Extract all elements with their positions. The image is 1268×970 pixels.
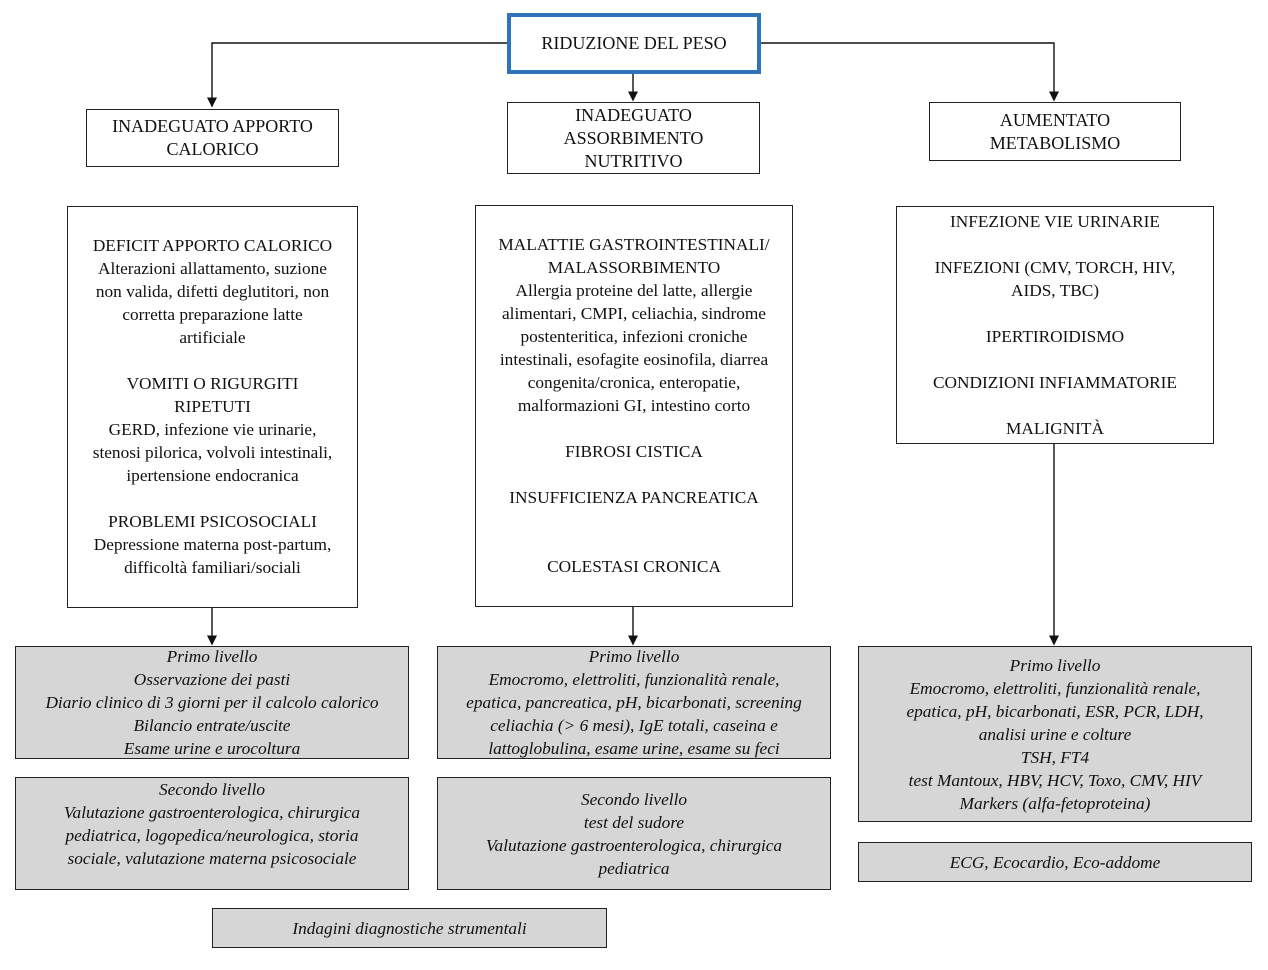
text-line: difficoltà familiari/sociali: [124, 558, 301, 577]
text-line: AIDS, TBC): [1010, 281, 1100, 300]
text-line: Esame urine e urocoltura: [123, 739, 301, 758]
text-line: stenosi pilorica, volvoli intestinali,: [92, 443, 333, 462]
text-line: Valutazione gastroenterologica, chirurgi…: [485, 835, 783, 855]
causes-absorption: MALATTIE GASTROINTESTINALI/MALASSORBIMEN…: [475, 205, 793, 607]
text-line: corretta preparazione latte: [122, 305, 303, 324]
text-line: INFEZIONE VIE URINARIE: [950, 212, 1160, 231]
text-line: alimentari, CMPI, celiachia, sindrome: [502, 304, 766, 323]
text-line: congenita/cronica, enteropatie,: [527, 373, 741, 392]
text-line: AUMENTATO: [999, 109, 1111, 130]
text-line: FIBROSI CISTICA: [565, 442, 703, 461]
text-line: VOMITI O RIGURGITI: [126, 374, 299, 393]
exam-instrumental-diagnostics: Indagini diagnostiche strumentali: [212, 908, 607, 948]
text-line: Secondo livello: [158, 780, 266, 799]
text-line: CONDIZIONI INFIAMMATORIE: [932, 373, 1177, 392]
text-line: malformazioni GI, intestino corto: [517, 396, 751, 415]
connector-root-to-category-1: [207, 42, 508, 108]
exam-instrumental-metabolism: ECG, Ecocardio, Eco-addome: [858, 842, 1252, 882]
text-line: epatica, pH, bicarbonati, ESR, PCR, LDH,: [906, 701, 1204, 721]
text-line: test del sudore: [583, 812, 685, 832]
text-line: INSUFFICIENZA PANCREATICA: [509, 488, 759, 507]
text-line: Emocromo, elettroliti, funzionalità rena…: [909, 678, 1201, 698]
text-line: Depressione materna post-partum,: [93, 535, 332, 554]
causes-metabolism: INFEZIONE VIE URINARIE INFEZIONI (CMV, TO…: [896, 206, 1214, 444]
text-line: MALASSORBIMENTO: [547, 258, 721, 277]
text-line: Allergia proteine del latte, allergie: [515, 281, 753, 300]
text-line: Primo livello: [588, 647, 680, 666]
text-line: DEFICIT APPORTO CALORICO: [92, 236, 333, 255]
text-line: Indagini diagnostiche strumentali: [292, 918, 527, 938]
text-line: analisi urine e colture: [978, 724, 1132, 744]
root-label: RIDUZIONE DEL PESO: [541, 33, 727, 53]
root-node: RIDUZIONE DEL PESO: [507, 13, 761, 74]
text-line: NUTRITIVO: [584, 150, 683, 171]
text-line: INADEGUATO APPORTO: [112, 116, 313, 136]
text-line: test Mantoux, HBV, HCV, Toxo, CMV, HIV: [908, 770, 1202, 790]
text-line: COLESTASI CRONICA: [547, 557, 721, 576]
text-line: TSH, FT4: [1020, 747, 1090, 767]
text-line: Markers (alfa-fetoproteina): [959, 793, 1151, 813]
text-line: lattoglobulina, esame urine, esame su fe…: [488, 739, 780, 758]
text-line: Bilancio entrate/uscite: [133, 716, 291, 735]
text-line: ECG, Ecocardio, Eco-addome: [949, 852, 1161, 872]
causes-caloric-intake: DEFICIT APPORTO CALORICO Alterazioni alla…: [67, 206, 358, 608]
text-line: METABOLISMO: [989, 132, 1121, 153]
text-line: pediatrica, logopedica/neurologica, stor…: [65, 826, 359, 845]
text-line: MALIGNITÀ: [1006, 419, 1104, 438]
text-line: INFEZIONI (CMV, TORCH, HIV,: [934, 258, 1176, 277]
text-line: pediatrica: [598, 858, 670, 878]
text-line: Osservazione dei pasti: [133, 670, 291, 689]
text-line: celiachia (> 6 mesi), IgE totali, casein…: [490, 716, 778, 735]
text-line: RIPETUTI: [174, 397, 251, 416]
text-line: MALATTIE GASTROINTESTINALI/: [498, 235, 770, 254]
text-line: sociale, valutazione materna psicosocial…: [67, 849, 357, 868]
text-line: non valida, difetti deglutitori, non: [95, 282, 330, 301]
text-line: Valutazione gastroenterologica, chirurgi…: [63, 803, 361, 822]
text-line: epatica, pancreatica, pH, bicarbonati, s…: [466, 693, 802, 712]
text-line: Secondo livello: [580, 789, 688, 809]
category-inadequate-caloric-intake: INADEGUATO APPORTO CALORICO: [86, 109, 339, 167]
connector-root-to-category-3: [759, 42, 1059, 102]
text-line: ipertensione endocranica: [126, 466, 299, 485]
text-line: artificiale: [179, 328, 246, 347]
text-line: ASSORBIMENTO: [563, 127, 704, 148]
text-line: GERD, infezione vie urinarie,: [108, 420, 317, 439]
text-line: Primo livello: [1009, 655, 1101, 675]
text-line: Primo livello: [166, 647, 258, 666]
text-line: IPERTIROIDISMO: [985, 327, 1125, 346]
text-line: postenteritica, infezioni croniche: [520, 327, 748, 346]
text-line: Alterazioni allattamento, suzione: [98, 259, 327, 278]
text-line: Diario clinico di 3 giorni per il calcol…: [45, 693, 379, 712]
text-line: CALORICO: [166, 139, 259, 159]
text-line: intestinali, esofagite eosinofila, diarr…: [499, 350, 769, 369]
text-line: PROBLEMI PSICOSOCIALI: [108, 512, 317, 531]
text-line: Emocromo, elettroliti, funzionalità rena…: [488, 670, 780, 689]
text-line: INADEGUATO: [575, 104, 692, 125]
